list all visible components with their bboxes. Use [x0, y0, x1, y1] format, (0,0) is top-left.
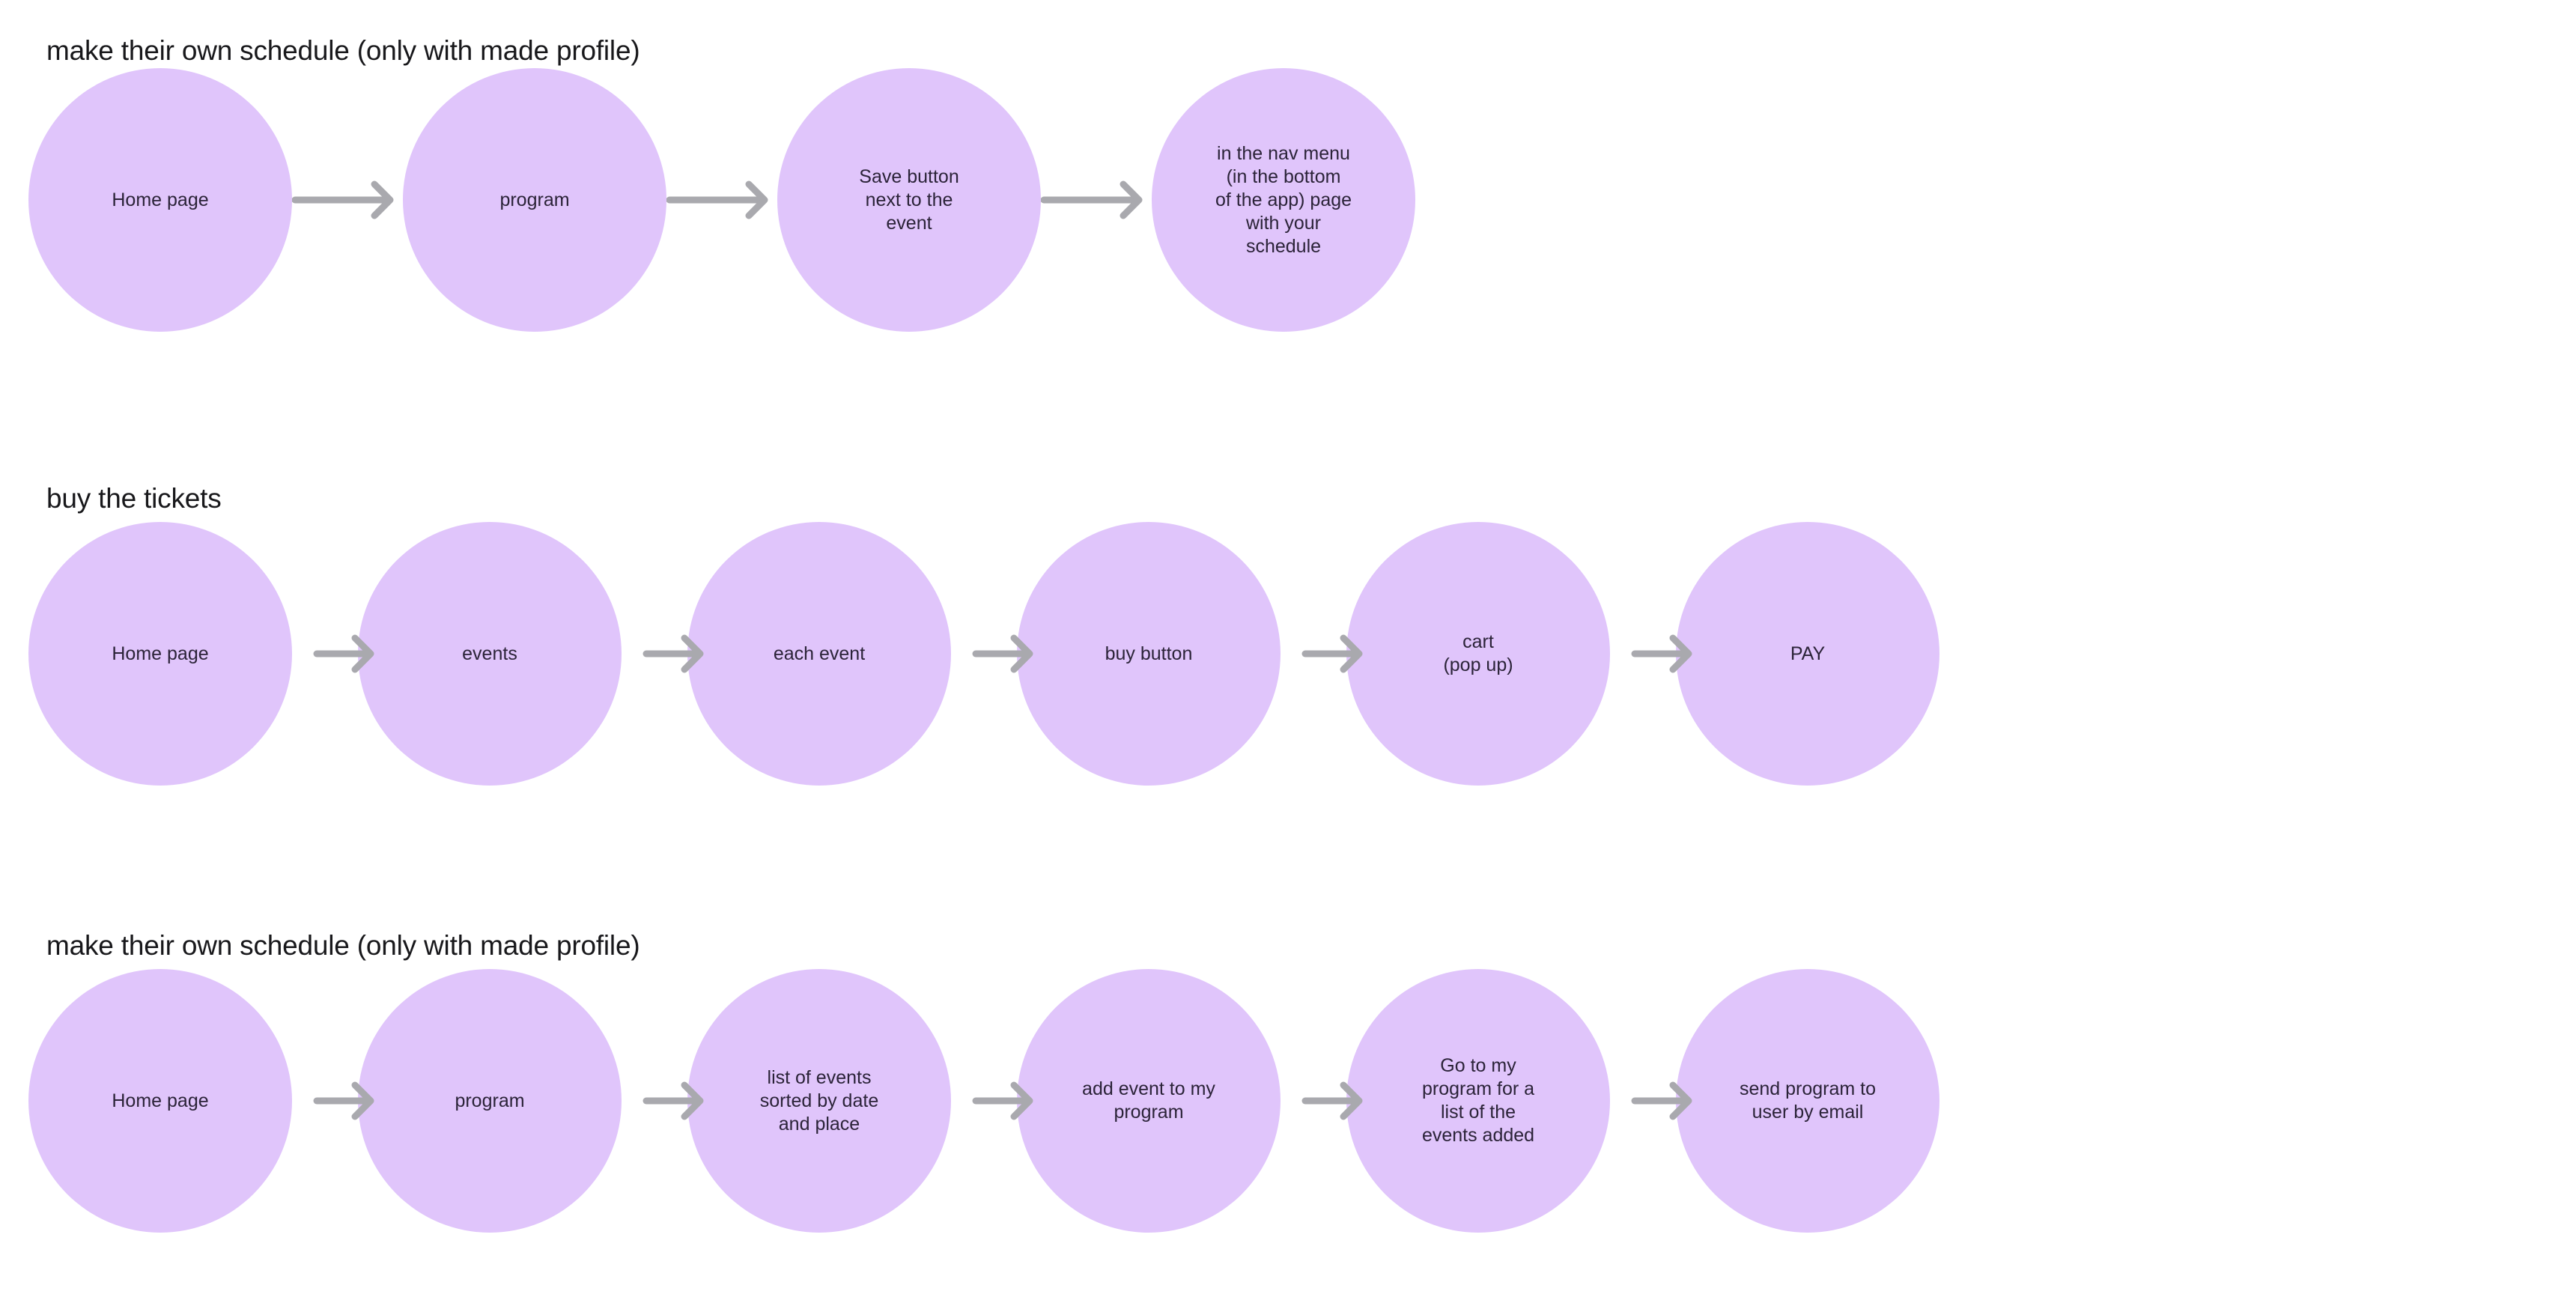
- flow-node[interactable]: buy button: [1017, 522, 1281, 786]
- flow-row-2: Home page events each event: [0, 522, 1939, 786]
- flow-node-label: each event: [773, 643, 866, 664]
- flow-node-label: send program to user by email: [1739, 1078, 1877, 1123]
- flow-node-label: Save button next to the event: [859, 165, 959, 234]
- arrow-right-icon: [1281, 632, 1363, 675]
- flow-node[interactable]: program: [403, 68, 666, 332]
- section-title-1: make their own schedule (only with made …: [46, 35, 640, 66]
- arrow-right-icon: [951, 1079, 1033, 1123]
- flow-node-label: add event to my program: [1082, 1078, 1215, 1123]
- flow-node[interactable]: Home page: [28, 522, 292, 786]
- flow-node[interactable]: send program to user by email: [1676, 969, 1939, 1233]
- flow-node[interactable]: PAY: [1676, 522, 1939, 786]
- flow-node[interactable]: program: [358, 969, 622, 1233]
- flow-node-label: program: [499, 189, 570, 210]
- flow-node-label: Home page: [112, 643, 209, 664]
- section-title-3: make their own schedule (only with made …: [46, 930, 640, 961]
- arrow-right-icon: [622, 1079, 704, 1123]
- arrow-right-icon: [622, 632, 704, 675]
- arrow-right-icon: [1281, 1079, 1363, 1123]
- flow-node-label: PAY: [1790, 643, 1826, 664]
- flow-node[interactable]: each event: [687, 522, 951, 786]
- arrow-right-icon: [292, 632, 374, 675]
- arrow-right-icon: [951, 632, 1033, 675]
- flow-node[interactable]: events: [358, 522, 622, 786]
- flow-node-label: Home page: [112, 189, 209, 210]
- arrow-right-icon: [292, 1079, 374, 1123]
- arrow-right-icon: [1041, 178, 1152, 222]
- flow-node[interactable]: in the nav menu (in the bottom of the ap…: [1152, 68, 1415, 332]
- flow-node-label: list of events sorted by date and place: [759, 1066, 879, 1135]
- flow-node[interactable]: Home page: [28, 969, 292, 1233]
- arrow-right-icon: [292, 178, 403, 222]
- flow-node-label: Home page: [112, 1090, 209, 1111]
- flow-node[interactable]: add event to my program: [1017, 969, 1281, 1233]
- flow-node-label: events: [462, 643, 517, 664]
- arrow-right-icon: [666, 178, 777, 222]
- flow-node[interactable]: list of events sorted by date and place: [687, 969, 951, 1233]
- arrow-right-icon: [1610, 632, 1692, 675]
- flow-row-3: Home page program list of events sorted …: [0, 969, 1939, 1233]
- flow-node[interactable]: Save button next to the event: [777, 68, 1041, 332]
- flow-node[interactable]: cart (pop up): [1346, 522, 1610, 786]
- flow-node-label: buy button: [1105, 643, 1193, 664]
- flow-row-1: Home page program Save button next to th…: [0, 68, 1415, 332]
- section-title-2: buy the tickets: [46, 483, 222, 514]
- flow-node[interactable]: Go to my program for a list of the event…: [1346, 969, 1610, 1233]
- flow-node-label: cart (pop up): [1443, 631, 1513, 675]
- flow-node-label: in the nav menu (in the bottom of the ap…: [1215, 142, 1352, 257]
- arrow-right-icon: [1610, 1079, 1692, 1123]
- flow-node[interactable]: Home page: [28, 68, 292, 332]
- flow-node-label: program: [455, 1090, 525, 1111]
- flow-node-label: Go to my program for a list of the event…: [1421, 1055, 1535, 1146]
